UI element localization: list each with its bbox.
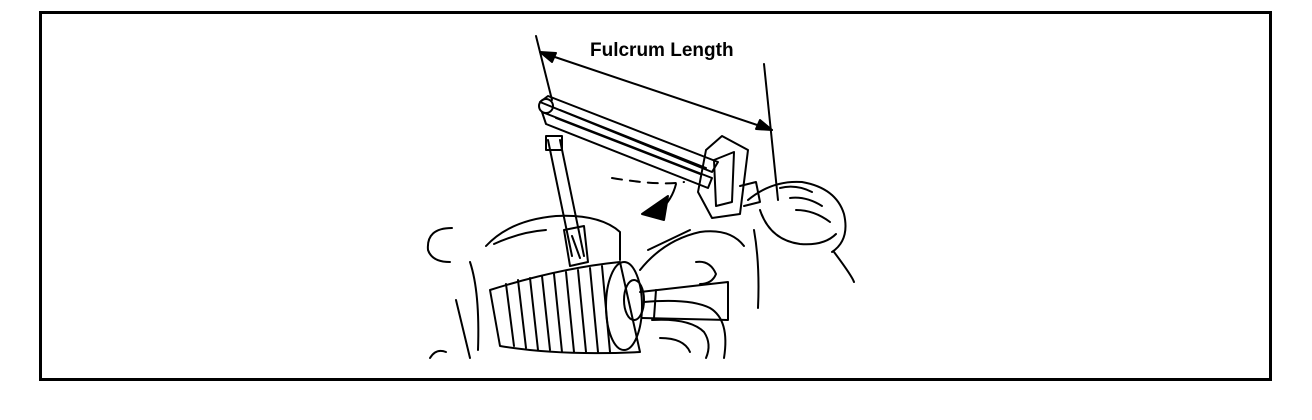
wrench-icon	[538, 95, 761, 219]
curved-arrow-icon	[611, 177, 685, 221]
boot-icon	[489, 261, 729, 355]
extension-line-right	[763, 63, 779, 201]
extension-line-left	[535, 35, 553, 101]
fulcrum-dimension	[535, 35, 779, 201]
dimension-line	[539, 51, 773, 131]
engine-bay-parts	[426, 214, 745, 359]
bar-icon	[545, 135, 589, 267]
hand-icon	[747, 180, 855, 309]
arrowhead-left	[539, 51, 557, 63]
fulcrum-length-label: Fulcrum Length	[588, 40, 736, 62]
arrowhead-right	[755, 119, 773, 131]
